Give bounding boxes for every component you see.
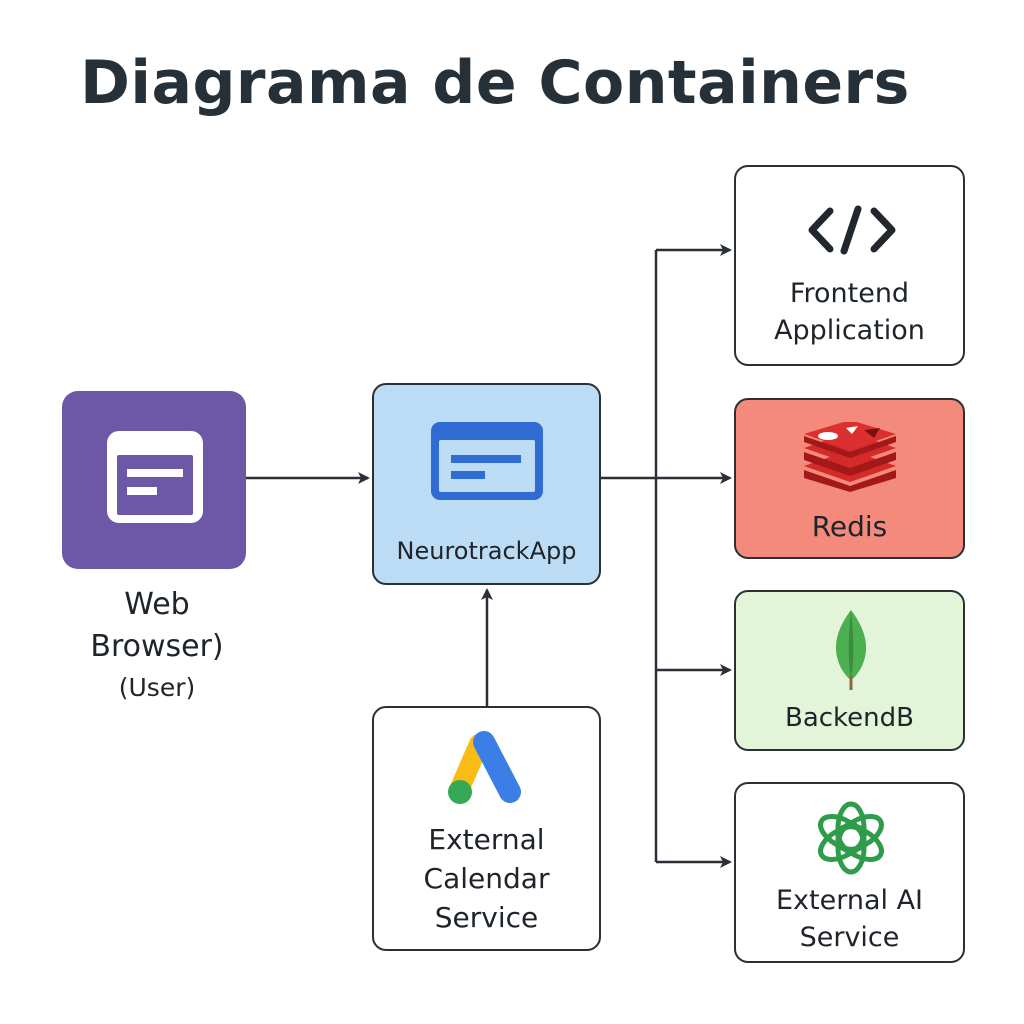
ai-label-line2: Service	[799, 922, 900, 953]
calendar-label-line2: Calendar	[423, 862, 550, 895]
external-ai-service-label: External AI Service	[736, 882, 963, 956]
web-browser-label-line3: (User)	[118, 673, 196, 702]
frontend-label-line2: Application	[774, 315, 925, 346]
web-browser-label: Web Browser) (User)	[52, 584, 262, 708]
frontend-label-line1: Frontend	[789, 278, 910, 309]
web-browser-node[interactable]	[62, 391, 246, 569]
web-browser-label-line2: Browser)	[90, 629, 224, 664]
frontend-application-node[interactable]: Frontend Application	[734, 165, 965, 366]
code-icon	[808, 205, 896, 255]
ai-label-line1: External AI	[775, 885, 924, 916]
backend-label: BackendB	[784, 703, 914, 733]
neurotrack-app-node[interactable]: NeurotrackApp	[372, 383, 601, 585]
backend-node[interactable]: BackendB	[734, 590, 965, 751]
openai-icon	[818, 801, 884, 875]
web-browser-label-line1: Web	[124, 587, 190, 622]
calendar-label-line1: External	[428, 823, 545, 856]
external-calendar-service-label: External Calendar Service	[374, 820, 599, 937]
external-calendar-service-node[interactable]: External Calendar Service	[372, 706, 601, 951]
external-ai-service-node[interactable]: External AI Service	[734, 782, 965, 963]
neurotrack-app-label: NeurotrackApp	[396, 537, 577, 565]
browser-window-icon	[107, 431, 203, 523]
calendar-label-line3: Service	[434, 901, 539, 934]
redis-label: Redis	[811, 510, 888, 543]
redis-node[interactable]: Redis	[734, 398, 965, 559]
app-window-icon	[431, 422, 543, 500]
mongodb-leaf-icon	[835, 610, 867, 690]
google-ads-icon	[448, 731, 521, 804]
redis-icon	[804, 422, 896, 492]
diagram-title: Diagrama de Containers	[80, 48, 910, 118]
frontend-application-label: Frontend Application	[736, 275, 963, 349]
